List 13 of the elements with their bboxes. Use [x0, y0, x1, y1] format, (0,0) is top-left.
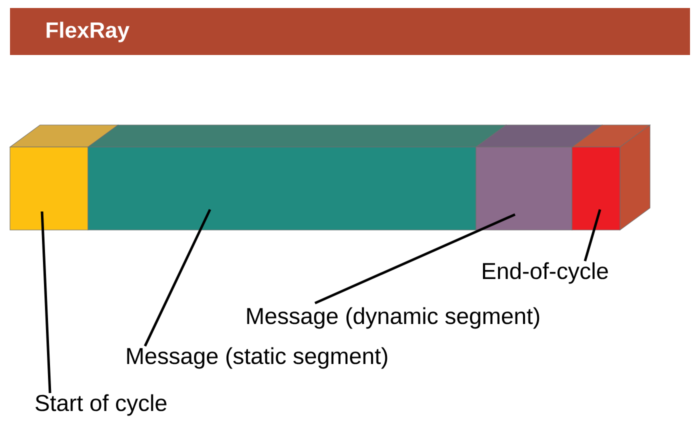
- leader-line: [144, 208, 212, 347]
- leader-label: End-of-cycle: [482, 262, 608, 284]
- leader-line: [584, 209, 602, 262]
- leader-label: Message (static segment): [127, 347, 388, 369]
- leader-line: [40, 211, 52, 394]
- dynamic-segment: [476, 124, 602, 230]
- title: FlexRay: [46, 22, 130, 42]
- leader-label: Start of cycle: [36, 394, 166, 416]
- static-segment: [88, 124, 506, 230]
- leader-line: [314, 213, 516, 304]
- leader-label: Message (dynamic segment): [247, 307, 540, 329]
- cycle-start-segment: [10, 124, 118, 230]
- cycle-end-segment: [572, 124, 650, 230]
